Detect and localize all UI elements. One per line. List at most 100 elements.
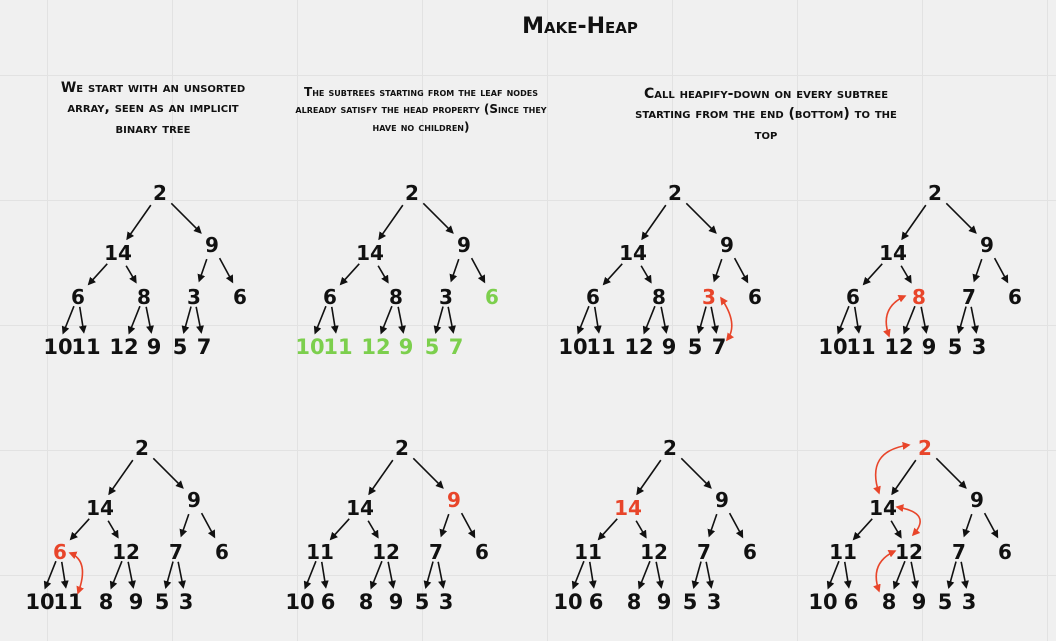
tree-edge: [109, 560, 123, 590]
tree-node: 9: [657, 590, 672, 614]
tree-edge: [597, 518, 618, 541]
tree-edge: [728, 512, 744, 539]
tree-node: 6: [998, 540, 1012, 564]
swap-arrow: [720, 296, 735, 342]
tree-node: 11: [586, 335, 615, 359]
tree-node: 14: [869, 496, 897, 520]
tree-edge: [387, 561, 396, 589]
tree-node: 6: [846, 285, 860, 309]
tree-edge: [200, 512, 216, 539]
tree-node: 12: [361, 335, 390, 359]
tree-edge: [447, 306, 456, 334]
caption-leaf-subtrees: The subtrees starting from the leaf node…: [295, 85, 547, 134]
tree-node: 2: [663, 436, 677, 460]
tree-edge: [891, 459, 917, 496]
tree-node: 5: [155, 590, 170, 614]
tree-node: 12: [895, 540, 923, 564]
tree-edge: [576, 305, 590, 335]
tree-edge: [43, 560, 57, 590]
tree-node: 2: [153, 181, 167, 205]
tree-edge: [108, 459, 134, 496]
tree-node: 7: [449, 335, 464, 359]
tree-edge: [78, 306, 87, 334]
tree-edge: [862, 263, 883, 286]
tree-node: 2: [918, 436, 932, 460]
tree-node: 6: [844, 590, 859, 614]
page-title: Make-Heap: [522, 14, 638, 39]
tree-edge: [339, 263, 360, 286]
tree-edge: [330, 306, 339, 334]
tree-node: 14: [86, 496, 114, 520]
tree-edge: [892, 560, 906, 590]
tree-node: 6: [589, 590, 604, 614]
tree-node: 7: [712, 335, 727, 359]
tree-node: 14: [346, 496, 374, 520]
tree-edge: [910, 561, 919, 589]
tree-edge: [836, 305, 850, 335]
tree-node: 9: [980, 233, 994, 257]
tree-edge: [983, 512, 999, 539]
tree-node: 3: [962, 590, 977, 614]
tree-node: 5: [688, 335, 703, 359]
tree-node: 12: [372, 540, 400, 564]
tree-node: 7: [697, 540, 711, 564]
tree-edge: [179, 513, 190, 538]
tree-edge: [152, 457, 184, 489]
tree-node: 9: [399, 335, 414, 359]
tree-node: 12: [112, 540, 140, 564]
tree-node: 11: [574, 540, 602, 564]
tree-node: 5: [938, 590, 953, 614]
tree-node: 7: [962, 285, 976, 309]
caption-heapify-down: Call heapify-down on every subtree start…: [635, 86, 897, 143]
tree-node: 11: [829, 540, 857, 564]
tree-edge: [329, 518, 350, 541]
tree-node: 6: [233, 285, 247, 309]
tree-node: 6: [748, 285, 762, 309]
tree-node: 10: [553, 590, 582, 614]
tree-node: 8: [627, 590, 642, 614]
tree-node: 9: [457, 233, 471, 257]
tree-edge: [127, 305, 141, 335]
tree-node: 6: [485, 285, 499, 309]
tree-edge: [177, 561, 186, 589]
swap-arrow: [895, 504, 921, 537]
tree-edge: [696, 306, 707, 335]
tree-edge: [993, 257, 1009, 284]
tree-node: 8: [652, 285, 666, 309]
tree-edge: [691, 561, 702, 590]
tree-node: 5: [415, 590, 430, 614]
tree-node: 10: [25, 590, 54, 614]
swap-arrow: [873, 441, 911, 495]
tree-node: 5: [173, 335, 188, 359]
tree-node: 6: [475, 540, 489, 564]
tree-edge: [460, 512, 476, 539]
tree-edge: [367, 520, 379, 539]
tree-edge: [972, 258, 983, 283]
tree-edge: [303, 560, 317, 590]
tree-node: 12: [624, 335, 653, 359]
tree-node: 8: [99, 590, 114, 614]
tree-node: 9: [129, 590, 144, 614]
tree-node: 7: [952, 540, 966, 564]
tree-edge: [437, 561, 446, 589]
tree-node: 8: [882, 590, 897, 614]
tree-node: 14: [619, 241, 647, 265]
tree-edge: [956, 306, 967, 335]
tree-edge: [181, 306, 192, 335]
tree-edge: [655, 561, 664, 589]
tree-edge: [397, 306, 406, 334]
tree-node: 6: [71, 285, 85, 309]
tree-node: 2: [135, 436, 149, 460]
caption-unsorted-array: We start with an unsorted array, seen as…: [60, 80, 246, 137]
tree-node: 11: [306, 540, 334, 564]
tree-edge: [197, 258, 208, 283]
tree-node: 6: [1008, 285, 1022, 309]
tree-edge: [593, 306, 602, 334]
tree-node: 9: [922, 335, 937, 359]
tree-node: 6: [321, 590, 336, 614]
tree-edge: [705, 561, 714, 589]
tree-node: 12: [640, 540, 668, 564]
